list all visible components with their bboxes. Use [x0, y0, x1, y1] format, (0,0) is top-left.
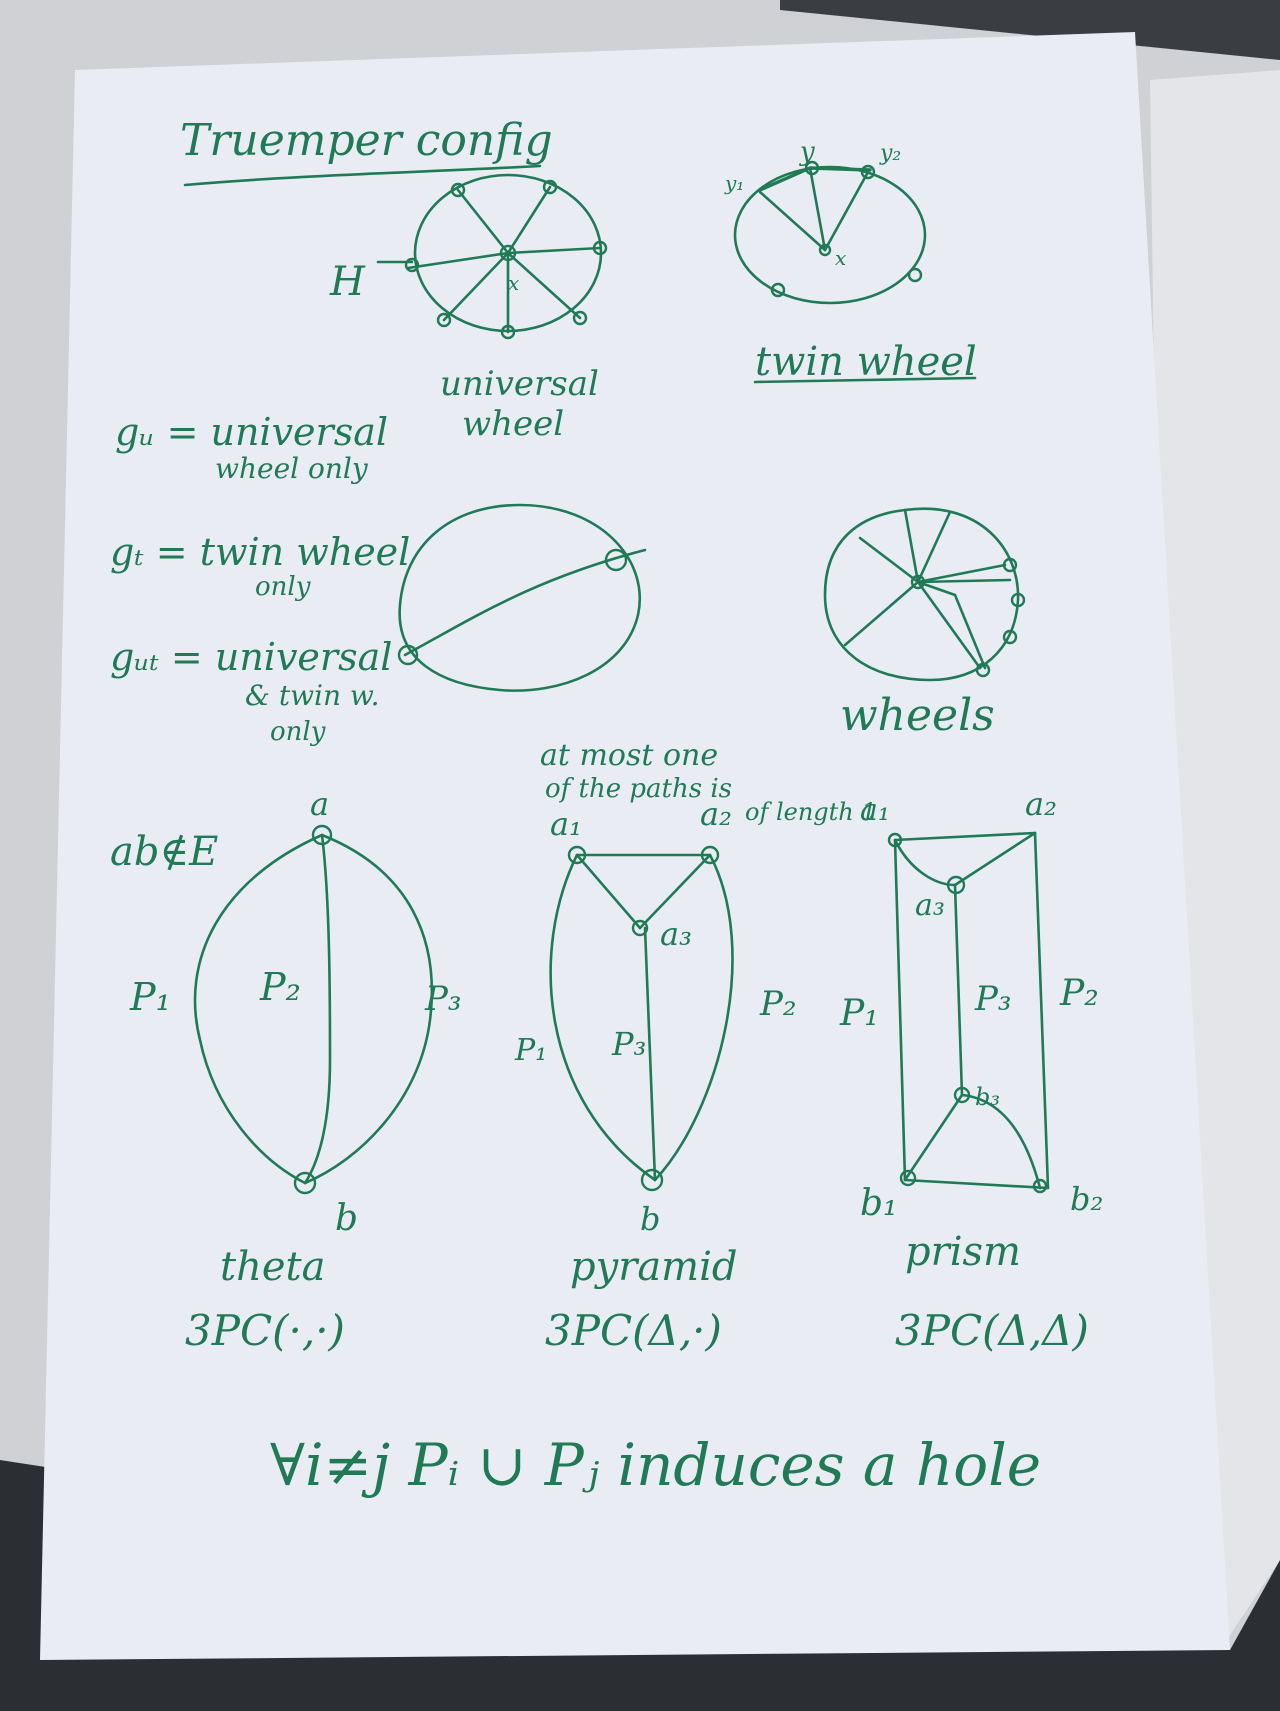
pyramid-a1: a₁ [550, 805, 582, 843]
theta-b: b [335, 1198, 358, 1239]
prism-a2: a₂ [1025, 785, 1057, 823]
twin-y2: y₂ [879, 141, 901, 166]
pyramid-b: b [640, 1200, 660, 1238]
twin-y1: y₁ [724, 171, 744, 195]
paper-sheet [40, 32, 1230, 1660]
theta-p2: P₂ [259, 965, 301, 1009]
theta-p1: P₁ [129, 975, 171, 1019]
prism-p2: P₂ [1059, 973, 1099, 1014]
prism-a3: a₃ [915, 888, 945, 923]
universal-label-2: wheel [462, 404, 564, 444]
wheels-diagram [823, 507, 1026, 682]
twin-wheel-diagram [733, 160, 927, 305]
def-gut-1: gᵤₜ = universal [110, 635, 392, 679]
pyramid-a2: a₂ [700, 795, 732, 833]
theta-diagram [193, 824, 434, 1195]
prism-b3: b₃ [975, 1083, 1000, 1111]
pyramid-p1: P₁ [514, 1033, 547, 1068]
theta-a: a [310, 785, 329, 823]
chord-circle-diagram [397, 503, 647, 692]
twin-y: y [799, 137, 815, 167]
pyramid-name: pyramid [570, 1244, 738, 1290]
twin-caption-underline [753, 376, 977, 384]
theta-name: theta [220, 1244, 325, 1290]
prism-p3: P₃ [974, 979, 1012, 1019]
note-line-1: at most one [540, 738, 718, 773]
def-gt-2: only [255, 572, 311, 602]
universal-x: x [508, 271, 519, 295]
twin-x: x [835, 246, 846, 270]
wheels-caption: wheels [840, 690, 995, 741]
title-underline [183, 164, 542, 187]
prism-a1: a₁ [860, 793, 890, 828]
prism-code: 3PC(Δ,Δ) [895, 1306, 1089, 1355]
def-gu-1: gᵤ = universal [115, 410, 388, 454]
pyramid-diagram [549, 845, 734, 1192]
theta-code: 3PC(·,·) [185, 1306, 345, 1355]
pyramid-p3: P₃ [611, 1025, 646, 1063]
prism-diagram [887, 831, 1050, 1194]
def-gut-3: only [270, 717, 326, 747]
def-gt-1: gₜ = twin wheel [110, 530, 410, 574]
h-label: H [329, 259, 366, 305]
prism-name: prism [905, 1229, 1021, 1275]
theta-ab-label: ab∉E [110, 829, 218, 875]
prism-b2: b₂ [1070, 1180, 1103, 1218]
universal-wheel-diagram [376, 173, 608, 340]
def-gut-2: & twin w. [245, 679, 379, 712]
note-line-3: of length 1 [745, 798, 877, 826]
prism-b1: b₁ [860, 1183, 897, 1224]
twin-wheel-caption: twin wheel [755, 339, 977, 385]
universal-label-1: universal [440, 364, 599, 404]
def-gu-2: wheel only [215, 452, 369, 485]
pyramid-code: 3PC(Δ,·) [545, 1306, 722, 1355]
footer-statement: ∀i≠j Pᵢ ∪ Pⱼ induces a hole [270, 1431, 1041, 1499]
pyramid-p2: P₂ [759, 984, 797, 1024]
note-line-2: of the paths is [545, 774, 732, 804]
prism-p1: P₁ [839, 993, 879, 1034]
theta-p3: P₃ [424, 979, 462, 1019]
page-title: Truemper config [180, 115, 553, 166]
pyramid-a3: a₃ [660, 915, 692, 953]
